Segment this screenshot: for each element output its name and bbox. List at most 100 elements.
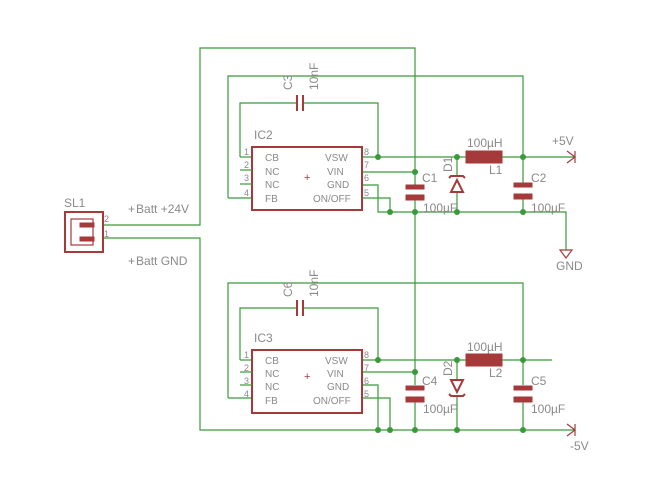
d1-triangle xyxy=(449,177,465,193)
gnd-label: GND xyxy=(556,259,583,273)
ic2-pin-num: 7 xyxy=(364,160,369,170)
c1-ref: C1 xyxy=(422,171,438,185)
c1-value: 100µF xyxy=(423,201,457,215)
inductor-l2: 100µH L2 xyxy=(465,340,503,380)
wire-ic2-c3-right xyxy=(304,102,379,157)
l1-ref: L1 xyxy=(489,163,503,177)
l2-ref: L2 xyxy=(489,366,503,380)
ic3-pin-name: GND xyxy=(327,382,349,393)
junction xyxy=(520,209,526,215)
junction xyxy=(375,427,381,433)
connector-sl1: SL1 2 1 +Batt +24V +Batt GND xyxy=(64,196,189,268)
c3-value: 10nF xyxy=(307,63,321,90)
c5-ref: C5 xyxy=(531,374,547,388)
ic2-body xyxy=(251,146,363,211)
ic2-pin-name: FB xyxy=(265,194,278,205)
c4-ref: C4 xyxy=(422,374,438,388)
junction xyxy=(412,369,418,375)
junction xyxy=(375,154,381,160)
ic3-pin-name: CB xyxy=(265,356,279,367)
junction xyxy=(454,427,460,433)
junction xyxy=(520,427,526,433)
ic3-pin-name: VIN xyxy=(327,369,344,380)
supply-neg5v: -5V xyxy=(566,423,589,453)
pos5v-label: +5V xyxy=(552,134,574,148)
supply-gnd: GND xyxy=(556,249,583,273)
c5-plate-neg xyxy=(513,396,533,403)
junction xyxy=(454,154,460,160)
ic3-pin-num: 8 xyxy=(364,350,369,360)
ic3-pin-name: NC xyxy=(265,369,279,380)
d2-triangle xyxy=(449,379,465,395)
c4-plate-neg xyxy=(405,396,425,403)
connector-net-top-label: Batt +24V xyxy=(136,202,189,216)
d1-cathode xyxy=(448,175,466,179)
ic2-pin-num: 6 xyxy=(364,173,369,183)
capacitor-c4: C4 100µF xyxy=(405,374,457,416)
ic3-pin-num: 3 xyxy=(244,376,249,386)
neg5v-label: -5V xyxy=(570,439,589,453)
ic2-pin-num: 4 xyxy=(244,188,249,198)
d2-ref: D2 xyxy=(441,360,455,376)
capacitor-c5: C5 100µF xyxy=(513,374,565,416)
ic3-pin-name: NC xyxy=(265,382,279,393)
junction xyxy=(454,357,460,363)
ic3-pin-name: ON/OFF xyxy=(313,396,351,407)
ic2-pin-name: VSW xyxy=(325,153,348,164)
ic3: IC3 + 1 2 3 4 CB NC NC FB 8 7 6 5 VSW VI… xyxy=(240,331,369,414)
ic2-pin-num: 1 xyxy=(244,147,249,157)
connector-net-bottom-label: Batt GND xyxy=(136,254,188,268)
c2-ref: C2 xyxy=(531,171,547,185)
c5-plate-pos xyxy=(513,385,533,391)
ic3-body xyxy=(251,349,363,414)
junction xyxy=(412,209,418,215)
capacitor-c2: C2 100µF xyxy=(513,171,565,215)
wire-ic3-gnd xyxy=(362,384,379,430)
junction xyxy=(375,357,381,363)
capacitor-c3: C3 10nF xyxy=(281,63,321,111)
c3-ref: C3 xyxy=(281,74,295,90)
ic2-pin-num: 8 xyxy=(364,147,369,157)
ic3-pin-num: 2 xyxy=(244,363,249,373)
ic2-pin-name: ON/OFF xyxy=(313,194,351,205)
connector-ref: SL1 xyxy=(64,196,86,210)
ic2-pin-name: VIN xyxy=(327,167,344,178)
l2-body xyxy=(465,353,503,367)
ic2-pin-num: 5 xyxy=(364,188,369,198)
c6-value: 10nF xyxy=(307,270,321,297)
connector-net-top: +Batt +24V xyxy=(128,202,189,216)
connector-pin-1 xyxy=(79,236,95,242)
l1-body xyxy=(465,150,503,164)
ic3-pin-num: 1 xyxy=(244,350,249,360)
ic2-pin-num: 2 xyxy=(244,160,249,170)
ic3-pin-num: 7 xyxy=(364,363,369,373)
wires xyxy=(103,47,575,431)
ic3-pin-num: 5 xyxy=(364,389,369,399)
d2-cathode xyxy=(448,393,466,397)
ic2: IC2 + 1 2 3 4 CB NC NC FB 8 7 6 5 VSW VI… xyxy=(240,128,369,211)
junctions xyxy=(375,154,526,433)
ic3-pin-num: 4 xyxy=(244,389,249,399)
junction xyxy=(520,154,526,160)
wire-ic2-fb-loop xyxy=(227,75,524,198)
junction xyxy=(454,209,460,215)
junction xyxy=(412,169,418,175)
wire-ic2-gnd xyxy=(362,184,567,250)
d1-ref: D1 xyxy=(441,156,455,172)
l2-value: 100µH xyxy=(467,340,503,354)
wire-ic2-c3-left xyxy=(239,102,296,157)
ic2-pin-num: 3 xyxy=(244,173,249,183)
ic2-pin-name: CB xyxy=(265,153,279,164)
c2-value: 100µF xyxy=(531,201,565,215)
junction xyxy=(520,357,526,363)
l1-value: 100µH xyxy=(467,136,503,150)
ic2-pin-name: NC xyxy=(265,180,279,191)
wire-ic3-c6-left xyxy=(239,307,296,360)
supply-pos5v: +5V xyxy=(552,134,576,164)
ic3-pin-name: FB xyxy=(265,396,278,407)
c4-plate-pos xyxy=(405,385,425,391)
wire-ic3-c6-right xyxy=(304,307,379,360)
ic3-pin-name: VSW xyxy=(325,356,348,367)
junction xyxy=(387,209,393,215)
